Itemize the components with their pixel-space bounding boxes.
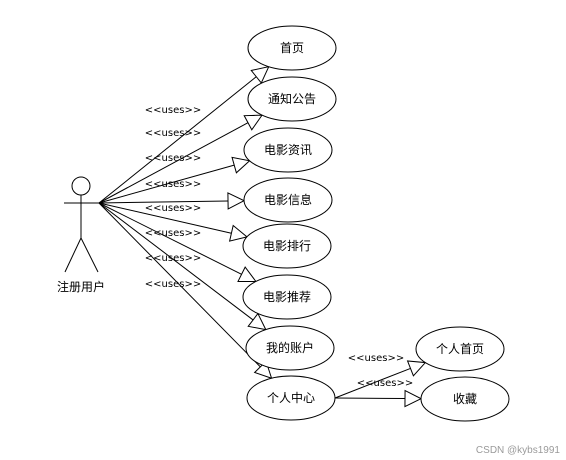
arrowhead xyxy=(227,192,246,210)
arrowhead xyxy=(250,65,270,84)
use-case-home: 首页 xyxy=(247,25,337,71)
relation-line xyxy=(334,367,411,399)
arrowhead xyxy=(247,312,267,331)
relation-news: <<uses>> xyxy=(98,128,251,204)
arrowhead xyxy=(404,389,423,408)
arrowhead xyxy=(237,266,257,282)
relation-personal-home: <<uses>> xyxy=(334,353,427,399)
use-case-ellipse xyxy=(247,25,337,71)
use-case-ellipse xyxy=(243,127,333,173)
arrowhead xyxy=(406,360,427,377)
use-case-label: 首页 xyxy=(280,41,304,55)
use-case-news: 电影资讯 xyxy=(243,127,333,173)
relation-label: <<uses>> xyxy=(145,253,201,264)
use-case-account: 我的账户 xyxy=(245,325,335,371)
relation-account: <<uses>> xyxy=(98,202,267,331)
actor-label: 注册用户 xyxy=(57,279,105,294)
arrowhead xyxy=(228,224,249,242)
relation-label: <<uses>> xyxy=(145,279,201,290)
relation-line xyxy=(98,200,229,204)
watermark: CSDN @kybs1991 xyxy=(475,445,560,456)
relation-recommend: <<uses>> xyxy=(98,202,257,282)
use-case-ellipse xyxy=(420,376,510,422)
relation-line xyxy=(98,164,235,204)
relation-home xyxy=(98,65,270,204)
use-case-ellipse xyxy=(242,223,332,269)
use-case-label: 电影资讯 xyxy=(264,143,312,157)
relation-label: <<uses>> xyxy=(145,153,201,164)
use-case-info: 电影信息 xyxy=(243,177,333,223)
arrowhead xyxy=(231,156,251,174)
use-case-label: 电影排行 xyxy=(263,239,311,253)
use-case-label: 个人首页 xyxy=(436,342,484,356)
relation-label: <<uses>> xyxy=(145,203,201,214)
use-case-ellipse xyxy=(245,325,335,371)
relation-notice: <<uses>> xyxy=(98,105,264,204)
relation-label: <<uses>> xyxy=(348,353,404,364)
use-case-ellipse xyxy=(247,76,337,122)
use-case-ellipse xyxy=(242,274,332,320)
use-case-center: 个人中心 xyxy=(246,375,336,421)
relation-rank: <<uses>> xyxy=(98,179,249,242)
relation-label: <<uses>> xyxy=(145,179,201,190)
use-case-ellipse xyxy=(246,375,336,421)
use-case-label: 电影信息 xyxy=(264,192,312,207)
use-case-rank: 电影排行 xyxy=(242,223,332,269)
relation-info: <<uses>> xyxy=(98,153,246,210)
relation-line xyxy=(98,122,249,204)
arrowhead xyxy=(243,114,264,131)
relations-layer: <<uses>> <<uses>> <<uses>> <<uses>> <<uses>>… xyxy=(98,65,427,408)
actor-left-leg xyxy=(64,237,82,273)
use-case-recommend: 电影推荐 xyxy=(242,274,332,320)
use-case-label: 通知公告 xyxy=(268,92,316,106)
relation-line xyxy=(98,202,242,275)
actor-head xyxy=(71,176,91,196)
relation-label: <<uses>> xyxy=(145,128,201,139)
relation-line xyxy=(334,397,406,400)
relation-line xyxy=(98,76,257,204)
relation-label: <<uses>> xyxy=(357,378,413,389)
relation-label: <<uses>> xyxy=(145,228,201,239)
relation-favorites: <<uses>> xyxy=(334,378,423,408)
use-case-label: 我的账户 xyxy=(266,340,314,355)
use-case-label: 收藏 xyxy=(453,392,477,406)
relation-line xyxy=(98,202,232,234)
use-case-notice: 通知公告 xyxy=(247,76,337,122)
use-case-ellipse xyxy=(415,326,505,372)
relation-label: <<uses>> xyxy=(145,105,201,116)
relation-line xyxy=(98,202,261,368)
actor: 注册用户 xyxy=(57,176,105,294)
relation-line xyxy=(98,202,254,321)
actor-right-leg xyxy=(80,237,99,273)
use-case-label: 电影推荐 xyxy=(263,290,311,304)
use-case-favorites: 收藏 xyxy=(420,376,510,422)
use-case-personal-home: 个人首页 xyxy=(415,326,505,372)
use-case-label: 个人中心 xyxy=(267,390,315,405)
use-case-ellipse xyxy=(243,177,333,223)
